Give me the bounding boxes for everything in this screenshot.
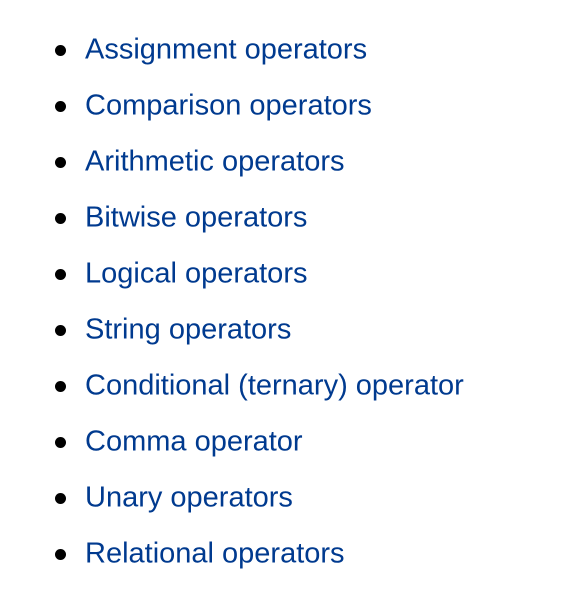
link-arithmetic-operators[interactable]: Arithmetic operators [85,145,345,178]
bullet-icon [55,157,66,168]
bullet-icon [55,381,66,392]
list-item-relational-operators: Relational operators [0,526,562,582]
bullet-icon [55,269,66,280]
list-item-logical-operators: Logical operators [0,246,562,302]
link-relational-operators[interactable]: Relational operators [85,537,345,570]
link-string-operators[interactable]: String operators [85,313,292,346]
list-item-string-operators: String operators [0,302,562,358]
list-item-arithmetic-operators: Arithmetic operators [0,134,562,190]
bullet-icon [55,45,66,56]
link-comparison-operators[interactable]: Comparison operators [85,89,372,122]
link-conditional-operator[interactable]: Conditional (ternary) operator [85,369,464,402]
link-assignment-operators[interactable]: Assignment operators [85,33,368,66]
bullet-icon [55,213,66,224]
list-item-comparison-operators: Comparison operators [0,78,562,134]
operators-list: Assignment operators Comparison operator… [0,22,562,582]
list-item-unary-operators: Unary operators [0,470,562,526]
list-item-comma-operator: Comma operator [0,414,562,470]
bullet-icon [55,325,66,336]
list-item-assignment-operators: Assignment operators [0,22,562,78]
bullet-icon [55,493,66,504]
bullet-icon [55,437,66,448]
link-logical-operators[interactable]: Logical operators [85,257,308,290]
list-item-conditional-operator: Conditional (ternary) operator [0,358,562,414]
bullet-icon [55,549,66,560]
link-bitwise-operators[interactable]: Bitwise operators [85,201,308,234]
link-comma-operator[interactable]: Comma operator [85,425,303,458]
bullet-icon [55,101,66,112]
list-item-bitwise-operators: Bitwise operators [0,190,562,246]
link-unary-operators[interactable]: Unary operators [85,481,293,514]
